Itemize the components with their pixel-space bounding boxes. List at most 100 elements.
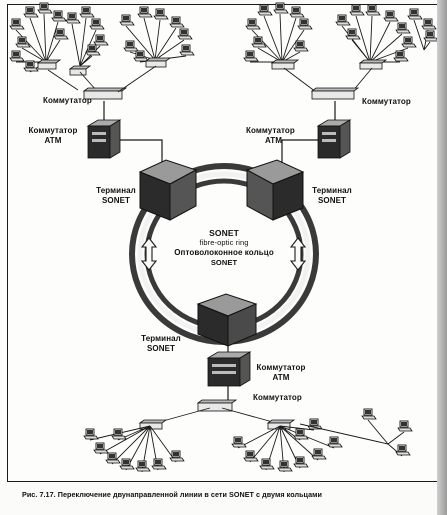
hub-icon [358,59,388,70]
atm-label-bottom: Коммутатор ATM [246,363,316,383]
switch-label-bottom: Коммутатор [253,393,302,402]
terminal-label-left-line2: SONET [101,196,131,205]
workstation-icon [293,428,309,440]
workstation-icon [407,8,423,20]
workstation-icon [293,456,309,468]
workstation-icon [79,6,95,18]
hub-icon [270,59,300,70]
sonet-terminal-icon [138,159,198,221]
terminal-label-right: Терминал SONET [303,186,361,206]
terminal-label-left: Терминал SONET [87,186,145,206]
workstation-icon [259,458,275,470]
atm-label-left-line1: Коммутатор [28,126,78,135]
ring-label-line4: SONET [210,258,238,267]
workstation-icon [53,28,69,40]
workstation-icon [349,4,365,16]
figure-caption: Рис. 7.17. Переключение двунаправленной … [22,490,322,499]
workstation-icon [289,6,305,18]
workstation-icon [119,14,135,26]
terminal-label-bottom-line2: SONET [146,344,176,353]
atm-label-right-line2: ATM [264,136,282,145]
atm-switch-icon [316,119,352,159]
hub-icon [144,57,172,68]
link-atm-terminal-left [120,139,163,168]
link-atm-terminal-right [281,139,318,168]
terminal-label-right-line1: Терминал [312,186,352,195]
ring-label: SONET fibre-optic ring Оптоволоконное ко… [164,228,284,268]
atm-switches [86,119,352,387]
workstation-icon [401,36,417,48]
workstation-icon [23,60,39,72]
workstation-icon [151,458,167,470]
workstation-icon [37,2,53,14]
page-edge-shadow [437,0,447,515]
ring-label-line1: SONET [209,228,239,238]
atm-label-left: Коммутатор ATM [18,126,88,146]
workstation-icon [383,10,399,22]
workstation-icon [423,30,439,42]
sonet-terminals [138,159,305,347]
workstation-icon [93,34,109,46]
workstation-icon [297,18,313,30]
terminal-label-left-line1: Терминал [96,186,136,195]
workstation-icon [231,436,247,448]
workstation-icon [123,40,139,52]
workstation-icon [345,28,361,40]
workstation-icon [85,44,101,56]
workstation-icon [327,436,343,448]
arrows [140,237,307,271]
workstation-icon [361,408,377,420]
workstation-icon [169,450,185,462]
workstation-icon [133,50,149,62]
atm-label-bottom-line1: Коммутатор [256,363,306,372]
workstation-icon [273,2,289,14]
workstation-icon [135,460,151,472]
workstation-icon [277,460,293,472]
lan-clusters [9,2,439,473]
sonet-terminal-icon [196,293,258,347]
workstation-icon [397,420,413,432]
links [103,101,336,402]
workstation-icon [393,50,409,62]
workstation-icon [245,18,261,30]
workstation-icon [83,428,99,440]
ring-label-line2: fibre-optic ring [199,238,249,247]
workstation-icon [293,40,309,52]
bidirectional-arrow-icon [140,237,158,271]
bidirectional-arrow-icon [289,237,307,271]
workstation-icon [251,36,267,48]
workstation-icon [395,22,411,34]
workstation-icon [23,6,39,18]
workstation-icon [15,36,31,48]
hub-icon [82,87,128,100]
workstation-icon [169,16,185,28]
ring-label-line3: Оптоволоконное кольцо [174,248,274,257]
workstation-icon [9,50,25,62]
atm-switch-icon [86,119,122,159]
hub-icon [68,65,92,76]
workstation-icon [137,6,153,18]
workstation-icon [243,450,259,462]
workstation-icon [421,18,437,30]
workstation-icon [177,28,193,40]
workstation-icon [111,428,127,440]
workstation-icon [89,18,105,30]
atm-label-left-line2: ATM [44,136,62,145]
workstation-icon [179,44,195,56]
atm-switch-icon [206,351,252,387]
workstation-icon [105,452,121,464]
workstation-icon [257,4,273,16]
sonet-terminal-icon [245,159,305,221]
workstation-icon [153,8,169,20]
hub-icon [266,419,296,430]
workstation-icon [311,448,327,460]
switch-label-top-right: Коммутатор [362,97,411,106]
workstation-icon [65,12,81,24]
workstation-icon [51,10,67,22]
workstation-icon [9,18,25,30]
network-diagram [9,2,439,473]
workstation-icon [335,14,351,26]
hub-icon [310,87,360,100]
terminal-label-bottom: Терминал SONET [132,334,190,354]
